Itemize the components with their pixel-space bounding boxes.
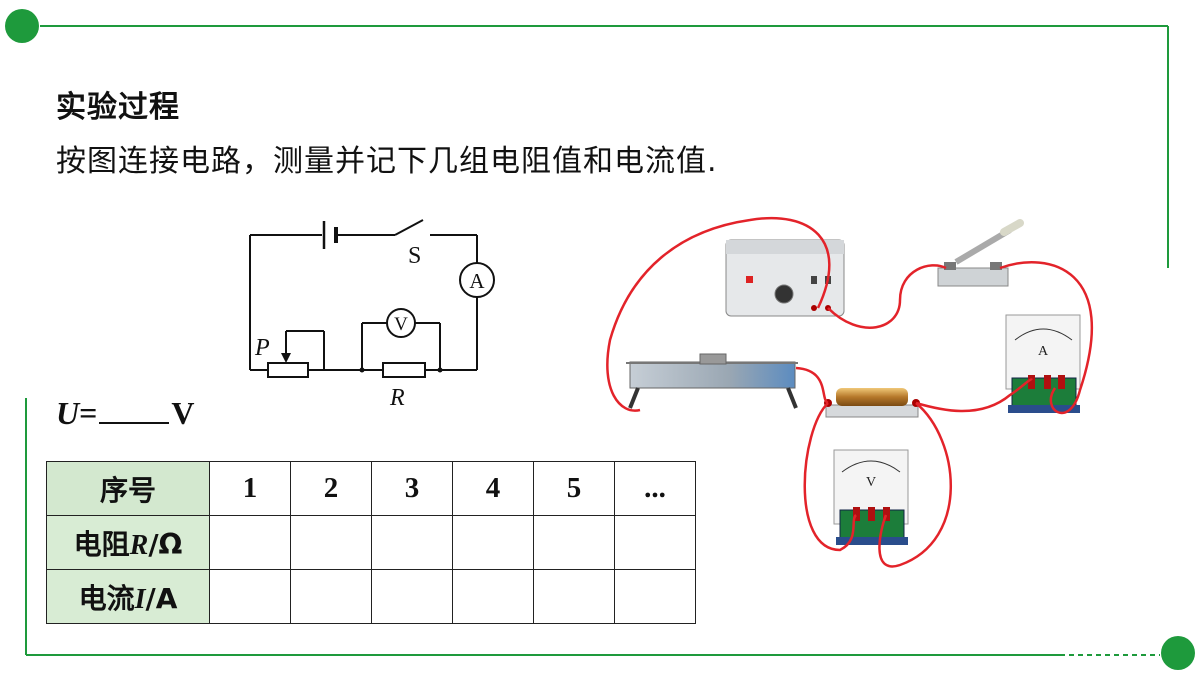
voltage-unit: V: [171, 395, 195, 431]
ammeter-face-letter: A: [1038, 344, 1049, 359]
voltage-blank: [99, 398, 170, 424]
column-header-1: 1: [209, 461, 291, 516]
switch-label: S: [408, 243, 421, 269]
junction-left: [359, 367, 365, 373]
table-cell: [452, 569, 534, 624]
ammeter-circle: [459, 262, 495, 298]
voltmeter-circle: [386, 308, 416, 338]
rheostat-label: P: [254, 335, 270, 361]
voltage-line: U= V: [56, 395, 194, 432]
section-heading: 实验过程: [56, 90, 180, 125]
resistor-body: [382, 362, 426, 378]
voltmeter-label: V: [394, 314, 408, 335]
header-label-cell: 序号: [46, 461, 210, 516]
junction-right: [437, 367, 443, 373]
voltmeter-apparatus: V: [833, 449, 909, 545]
rheostat-body: [267, 362, 309, 378]
voltage-equals: =: [79, 395, 98, 431]
circuit-diagram: S A V P R: [249, 219, 495, 411]
apparatus-illustration: A V: [606, 216, 1094, 568]
ammeter-label: A: [469, 269, 485, 293]
resistance-row-label: 电阻R/Ω: [46, 515, 210, 570]
connecting-wires: [606, 216, 1094, 568]
resistor-label: R: [389, 385, 405, 411]
table-row-current: 电流I/A: [46, 569, 696, 624]
column-header-more: ...: [614, 461, 696, 516]
column-header-4: 4: [452, 461, 534, 516]
table-row-resistance: 电阻R/Ω: [46, 515, 696, 570]
corner-dot-top-left: [5, 9, 39, 43]
resistor-coil: [824, 388, 920, 418]
rheostat-arrow: [281, 353, 291, 363]
table-cell: [371, 569, 453, 624]
current-row-label: 电流I/A: [46, 569, 210, 624]
power-supply: [725, 239, 845, 317]
instruction-text: 按图连接电路，测量并记下几组电阻值和电流值.: [56, 144, 718, 179]
column-header-3: 3: [371, 461, 453, 516]
voltmeter-face-letter: V: [866, 475, 876, 490]
switch-blade: [394, 219, 424, 236]
table-cell: [209, 515, 291, 570]
data-table: 序号 1 2 3 4 5 ... 电阻R/Ω 电流I/A: [46, 461, 696, 624]
table-cell: [452, 515, 534, 570]
table-cell: [614, 569, 696, 624]
ammeter-apparatus: A: [1005, 314, 1081, 413]
rheostat-apparatus: [626, 353, 798, 409]
table-cell: [371, 515, 453, 570]
corner-dot-bottom-right: [1161, 636, 1195, 670]
voltage-symbol: U: [56, 395, 80, 431]
table-cell: [209, 569, 291, 624]
table-cell: [290, 569, 372, 624]
power-knob: [774, 284, 794, 304]
column-header-2: 2: [290, 461, 372, 516]
table-cell: [533, 515, 615, 570]
table-header-row: 序号 1 2 3 4 5 ...: [46, 461, 696, 516]
table-cell: [290, 515, 372, 570]
knife-switch: [937, 219, 1024, 287]
table-cell: [533, 569, 615, 624]
